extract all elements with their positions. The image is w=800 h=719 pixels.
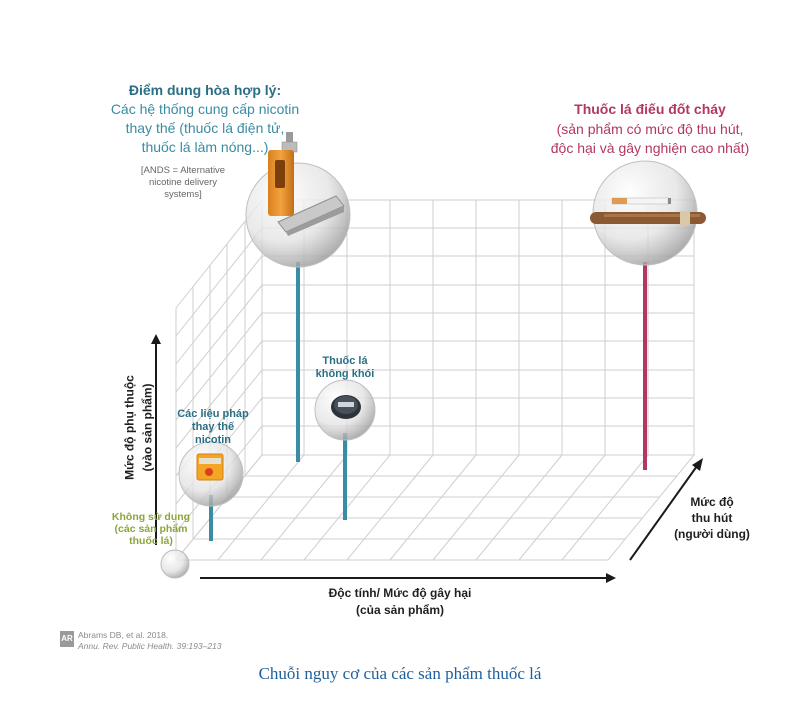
combustible-line-2: độc hại và gây nghiện cao nhất) [550,140,750,156]
nrt-label-line-2: thay thế [191,421,235,433]
citation-line-2: Annu. Rev. Public Health. 39:193–213 [78,641,222,651]
e-cigarette-icon [268,132,298,216]
no-use-label-line-2: (các sản phẩm [114,523,188,535]
sweet-spot-line-3: thuốc lá làm nóng...) [141,139,269,155]
cigar-icon [590,211,706,225]
sweet-spot-line-1: Các hệ thống cung cấp nicotin [110,101,300,117]
combustible-line-1: (sản phẩm có mức độ thu hút, [556,121,744,137]
smokeless-label-line-2: không khói [315,368,375,380]
annual-reviews-logo-text: AR [61,634,73,643]
axis-arrows [151,334,703,583]
dependence-axis-label-line-1: Mức độ phụ thuộc [122,375,137,480]
ands-product [245,132,351,462]
nrt-label-line-3: nicotin [194,434,232,446]
heated-tobacco-device-icon [277,195,345,236]
floor-grid [174,454,696,561]
appeal-axis-arrow [629,465,698,561]
left-wall-grid [175,198,263,562]
snus-tin-icon [331,395,361,419]
annual-reviews-logo: AR [60,631,74,647]
no-use-label-line-1: Không sử dụng [111,511,191,523]
ands-note-line-2: nicotine delivery [148,177,218,188]
toxicity-axis-label-line-2: (của sản phẩm) [355,603,445,617]
combustible-title: Thuốc lá điếu đốt cháy [574,101,726,117]
sweet-spot-line-2: thay thế (thuốc lá điện tử, [125,120,285,136]
no-use-label-line-3: thuốc lá) [129,535,173,547]
appeal-axis-label-line-2: thu hút [691,511,733,525]
cigarette-icon [611,197,671,205]
nrt-product [178,441,244,541]
sweet-spot-title: Điểm dung hòa hợp lý: [128,82,282,98]
appeal-axis-label-line-1: Mức độ [690,495,734,509]
nicotine-gum-pack-icon [196,453,224,481]
dependence-axis-label-line-2: (vào sản phẩm) [140,383,155,472]
smokeless-label-line-1: Thuốc lá [322,355,368,367]
appeal-axis-label-line-3: (người dùng) [674,527,750,541]
smokeless-product [314,379,376,520]
nrt-label-line-1: Các liệu pháp [177,408,249,420]
citation-line-1: Abrams DB, et al. 2018. [78,630,169,640]
ands-note-line-3: systems] [164,189,202,200]
toxicity-axis-label-line-1: Độc tính/ Mức độ gây hại [328,586,472,600]
ands-note-line-1: [ANDS = Alternative [140,165,226,176]
figure-caption: Chuỗi nguy cơ của các sản phẩm thuốc lá [258,664,542,683]
no-use-sphere [160,549,190,579]
combustible-product [590,160,706,470]
